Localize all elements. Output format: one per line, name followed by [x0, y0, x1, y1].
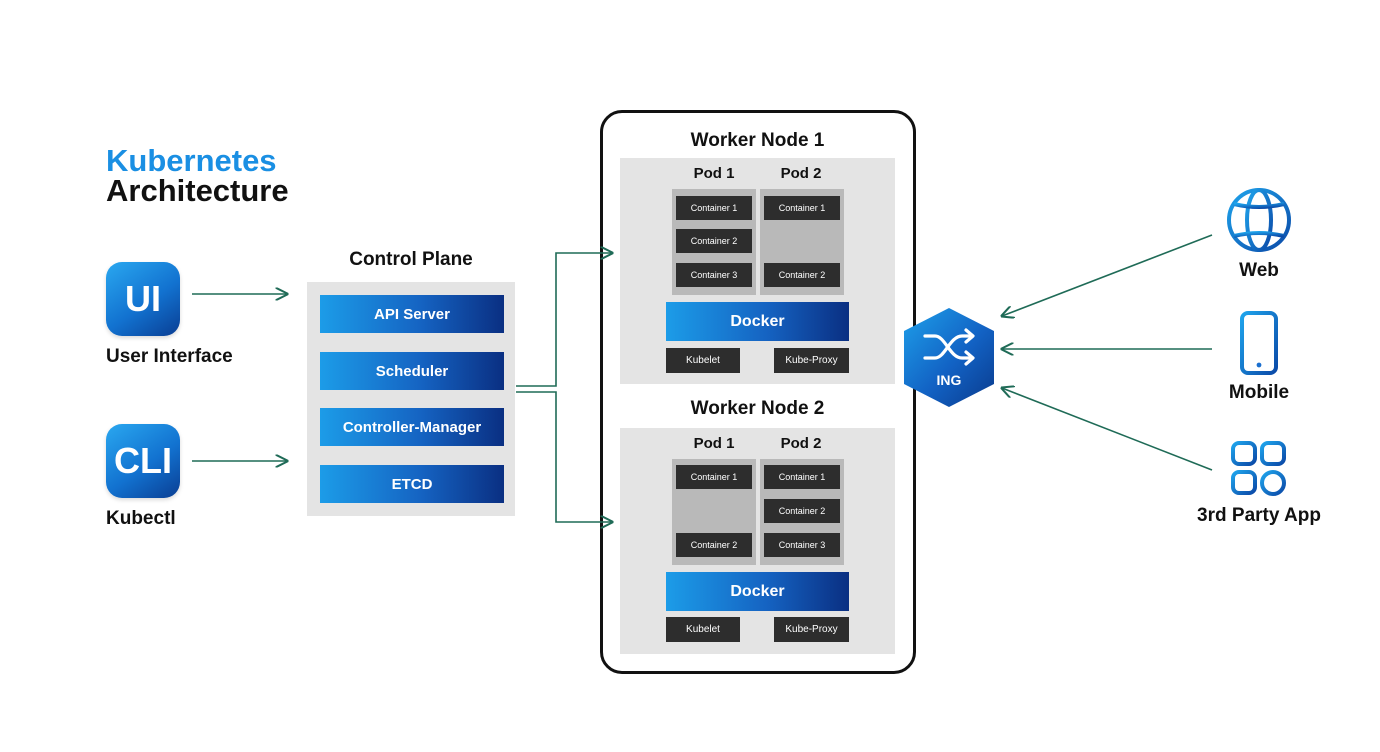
mobile-phone-icon: [1240, 311, 1278, 375]
container-block: Container 1: [676, 196, 752, 220]
worker-node-1-docker: Docker: [666, 302, 849, 341]
api-server-block: API Server: [320, 295, 504, 333]
container-block: Container 1: [764, 196, 840, 220]
worker-node-1-pod-1-label: Pod 1: [693, 165, 735, 182]
third-party-app-label: 3rd Party App: [1197, 505, 1321, 526]
kubectl-label: Kubectl: [106, 508, 176, 529]
container-block: Container 2: [676, 229, 752, 253]
web-to-ingress-arrow: [1002, 234, 1213, 316]
control-plane-to-node-2-arrow: [516, 391, 612, 522]
worker-node-2-box: [620, 428, 895, 654]
ingress-hexagon: [904, 308, 994, 407]
web-label: Web: [1239, 260, 1279, 281]
worker-node-2-title: Worker Node 2: [690, 398, 825, 419]
worker-node-1-box: [620, 158, 895, 384]
container-block: Container 3: [764, 533, 840, 557]
control-plane-to-node-1-arrow: [516, 253, 612, 387]
diagram-title-line-1: Kubernetes: [106, 143, 277, 178]
globe-icon: [1227, 188, 1291, 252]
worker-node-1-title: Worker Node 1: [690, 130, 825, 151]
worker-node-2-docker: Docker: [666, 572, 849, 611]
worker-node-2-pod-2-label: Pod 2: [780, 435, 822, 452]
worker-node-1-kubelet: Kubelet: [666, 348, 740, 373]
container-block: Container 2: [764, 499, 840, 523]
container-block: Container 3: [676, 263, 752, 287]
controller-manager-block: Controller-Manager: [320, 408, 504, 446]
worker-node-2-kubelet: Kubelet: [666, 617, 740, 642]
container-block: Container 1: [764, 465, 840, 489]
control-plane-title: Control Plane: [349, 249, 473, 270]
cli-app-icon: CLI: [106, 424, 180, 498]
worker-node-2-kube-proxy: Kube-Proxy: [774, 617, 849, 642]
ui-app-icon: UI: [106, 262, 180, 336]
diagram-title-line-2: Architecture: [106, 173, 289, 208]
mobile-label: Mobile: [1228, 382, 1290, 403]
worker-node-1-pod-2-label: Pod 2: [780, 165, 822, 182]
ingress-label: ING: [936, 372, 962, 388]
container-block: Container 2: [764, 263, 840, 287]
worker-node-1-kube-proxy: Kube-Proxy: [774, 348, 849, 373]
shuffle-icon: [923, 328, 975, 366]
apps-grid-icon: [1231, 441, 1286, 496]
container-block: Container 2: [676, 533, 752, 557]
scheduler-block: Scheduler: [320, 352, 504, 390]
container-block: Container 1: [676, 465, 752, 489]
third-party-to-ingress-arrow: [1002, 388, 1213, 471]
etcd-block: ETCD: [320, 465, 504, 503]
worker-node-2-pod-1-label: Pod 1: [693, 435, 735, 452]
user-interface-label: User Interface: [106, 346, 233, 367]
